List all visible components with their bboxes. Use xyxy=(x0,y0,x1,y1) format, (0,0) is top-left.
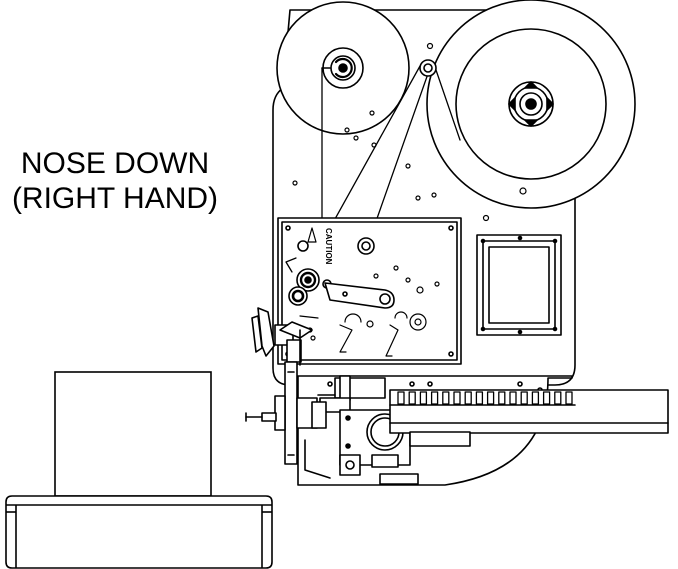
conveyor xyxy=(5,495,273,569)
display-panel xyxy=(476,234,562,336)
rack-tooth xyxy=(419,391,428,405)
rack-tooth xyxy=(464,391,472,405)
rack-tooth xyxy=(453,391,461,405)
peel-plate-assembly xyxy=(251,307,313,366)
caution-text: CAUTION xyxy=(324,228,333,265)
mounting-holes xyxy=(292,42,527,222)
rack-tooth xyxy=(554,391,562,405)
idler-roller-top xyxy=(419,59,437,77)
rack-tooth xyxy=(542,391,551,405)
product-box xyxy=(54,371,212,497)
label-supply-roll xyxy=(276,1,410,135)
dancer-arm xyxy=(324,282,395,309)
rack-tooth xyxy=(408,391,416,405)
rack-teeth xyxy=(397,391,573,405)
orientation-label-line2: (RIGHT HAND) xyxy=(11,182,219,215)
rack-tooth xyxy=(442,391,450,405)
rack-tooth xyxy=(531,391,540,405)
drive-rollers xyxy=(285,237,375,306)
rack-tooth xyxy=(498,391,506,405)
applicator-head xyxy=(245,394,336,431)
rack-tooth xyxy=(565,391,573,405)
rack-tooth xyxy=(430,391,439,405)
rack-tooth xyxy=(520,391,528,405)
rack-tooth xyxy=(509,391,517,405)
plate-details xyxy=(299,265,440,357)
caution-decal: CAUTION xyxy=(307,227,333,265)
rack-tooth xyxy=(486,391,495,405)
rack-tooth xyxy=(475,391,484,405)
orientation-label-line1: NOSE DOWN xyxy=(20,147,210,180)
rack-tooth xyxy=(397,391,405,405)
liner-rewind-roll xyxy=(426,0,636,209)
